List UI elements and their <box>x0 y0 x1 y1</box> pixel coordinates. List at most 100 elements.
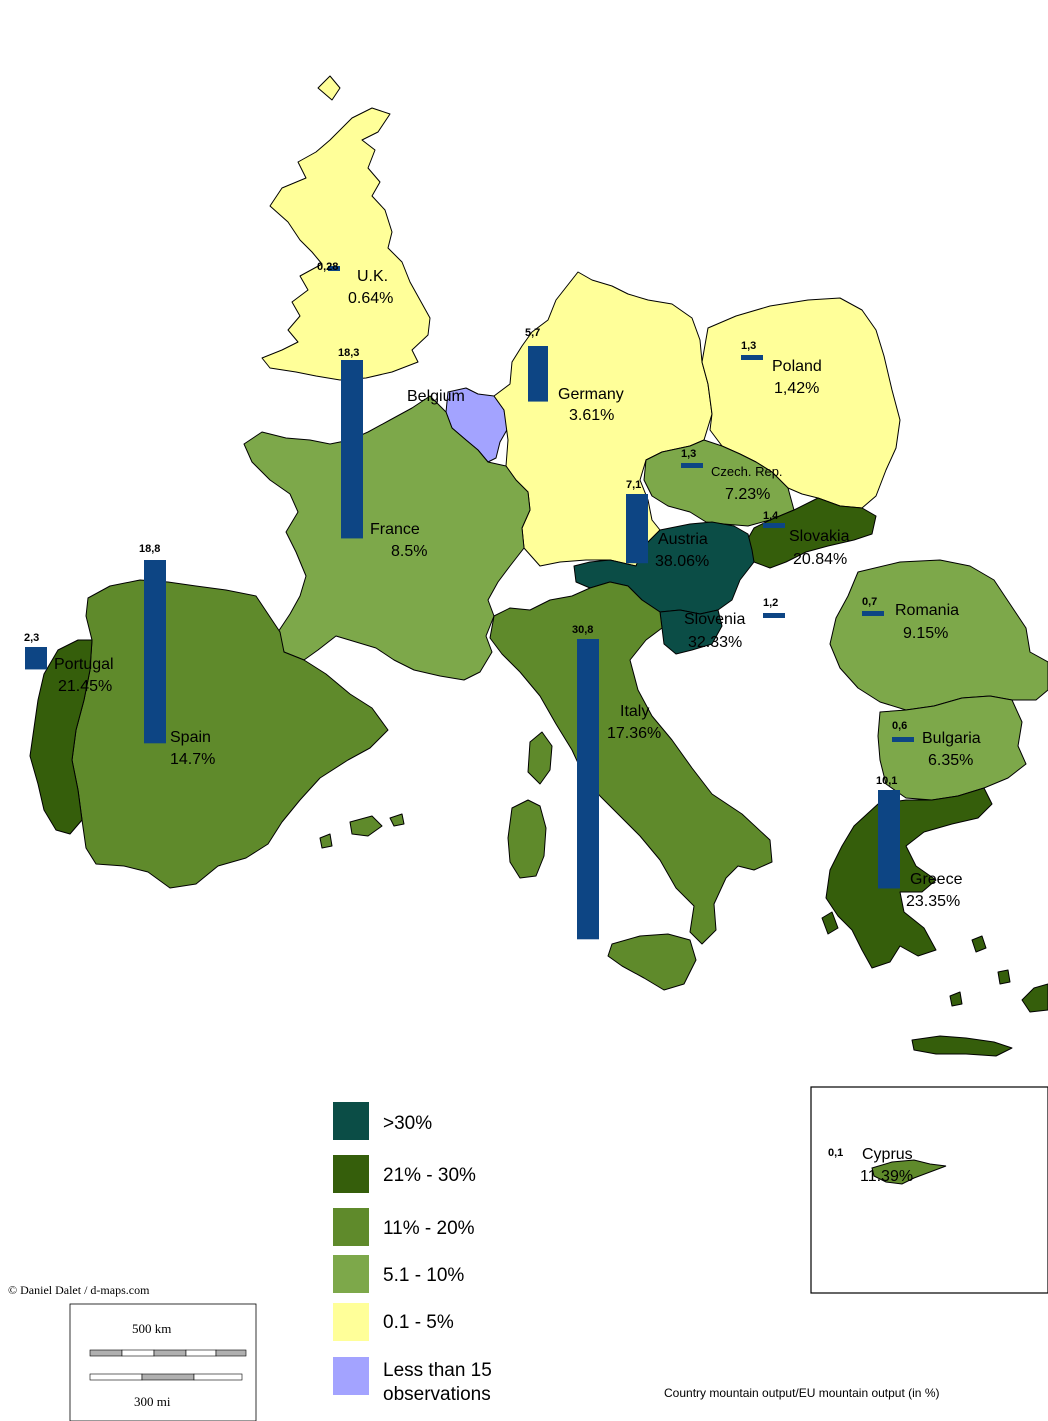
legend-label-lt15-line1: Less than 15 <box>383 1360 492 1381</box>
country-greece <box>825 787 993 969</box>
bar-label-portugal: 2,3 <box>24 632 39 644</box>
island-aegean-3 <box>1021 983 1048 1013</box>
country-france <box>243 395 531 681</box>
country-value-france: 8.5% <box>391 543 427 560</box>
bar-greece <box>878 790 900 889</box>
bar-austria <box>626 494 648 564</box>
bar-italy <box>577 639 599 940</box>
map-credit: © Daniel Dalet / d-maps.com <box>8 1283 150 1297</box>
country-name-poland: Poland <box>772 358 822 375</box>
bar-germany <box>528 346 548 402</box>
island-mallorca <box>349 815 383 837</box>
scale-mi-label: 300 mi <box>134 1394 171 1409</box>
country-value-portugal: 21.45% <box>58 678 112 695</box>
country-value-poland: 1,42% <box>774 380 819 397</box>
country-name-portugal: Portugal <box>54 656 114 673</box>
scale-mi-bar <box>89 1373 243 1381</box>
legend-label-0-5: 0.1 - 5% <box>383 1312 454 1333</box>
island-ibiza <box>319 833 333 849</box>
island-corfu <box>821 911 839 935</box>
country-portugal <box>29 639 93 835</box>
country-value-czech: 7.23% <box>725 486 770 503</box>
bar-spain <box>144 560 166 744</box>
bar-label-poland: 1,3 <box>741 340 756 352</box>
bar-slovakia <box>763 523 785 528</box>
legend-label-5-10: 5.1 - 10% <box>383 1265 464 1286</box>
country-value-romania: 9.15% <box>903 625 948 642</box>
legend-swatch-11-20 <box>333 1208 369 1246</box>
country-bulgaria <box>877 695 1027 801</box>
bar-label-austria: 7,1 <box>626 479 641 491</box>
country-name-czech: Czech. Rep. <box>711 464 783 479</box>
country-name-austria: Austria <box>658 531 708 548</box>
bar-legend-text: Country mountain output/EU mountain outp… <box>664 1386 939 1400</box>
bar-label-bulgaria: 0,6 <box>892 720 907 732</box>
island-sardinia <box>507 799 547 879</box>
bar-france <box>341 360 363 539</box>
bar-label-czech: 1,3 <box>681 448 696 460</box>
scale-km-label: 500 km <box>132 1321 171 1336</box>
country-name-slovenia: Slovenia <box>684 611 745 628</box>
country-value-italy: 17.36% <box>607 725 661 742</box>
label-layer: 0,28U.K.0.64%5,7Germany3.61%1,3Poland1,4… <box>24 261 981 1185</box>
country-name-germany: Germany <box>558 386 624 403</box>
bar-label-germany: 5,7 <box>525 327 540 339</box>
legend-swatch-0-5 <box>333 1303 369 1341</box>
country-name-bulgaria: Bulgaria <box>922 730 981 747</box>
bar-label-italy: 30,8 <box>572 624 593 636</box>
bar-label-cyprus: 0,1 <box>828 1147 843 1159</box>
island-aegean-2 <box>997 969 1011 985</box>
scale-km-bar <box>89 1349 247 1357</box>
color-legend: >30% 21% - 30% 11% - 20% 5.1 - 10% 0.1 -… <box>333 1102 492 1405</box>
island-crete <box>911 1035 1013 1057</box>
country-name-italy: Italy <box>620 703 649 720</box>
country-cyprus <box>871 1159 947 1185</box>
country-value-spain: 14.7% <box>170 751 215 768</box>
country-value-germany: 3.61% <box>569 407 614 424</box>
country-name-spain: Spain <box>170 729 211 746</box>
bar-poland <box>741 355 763 360</box>
legend-swatch-gt30 <box>333 1102 369 1140</box>
country-name-slovakia: Slovakia <box>789 528 850 545</box>
island-uk-north <box>317 75 341 101</box>
country-name-france: France <box>370 521 420 538</box>
legend-swatch-lt15 <box>333 1357 369 1395</box>
bar-slovenia <box>763 613 785 618</box>
country-name-romania: Romania <box>895 602 959 619</box>
island-menorca <box>389 813 405 827</box>
legend-label-lt15-line2: observations <box>383 1384 491 1405</box>
country-name-belgium: Belgium <box>407 388 465 405</box>
bar-uk <box>328 266 340 271</box>
legend-label-21-30: 21% - 30% <box>383 1165 476 1186</box>
island-aegean-1 <box>971 935 987 953</box>
bar-label-france: 18,3 <box>338 347 359 359</box>
country-value-uk: 0.64% <box>348 290 393 307</box>
bar-portugal <box>25 647 47 670</box>
cyprus-inset-frame <box>810 1086 1048 1294</box>
country-name-cyprus: Cyprus <box>862 1146 913 1163</box>
bar-bulgaria <box>892 737 914 742</box>
legend-label-gt30: >30% <box>383 1113 432 1134</box>
country-value-austria: 38.06% <box>655 553 709 570</box>
country-slovenia <box>659 609 723 655</box>
island-corsica <box>527 731 553 785</box>
bar-label-spain: 18,8 <box>139 543 160 555</box>
country-uk <box>261 107 431 381</box>
scale-box: 500 km 300 mi <box>69 1303 257 1421</box>
bar-label-romania: 0,7 <box>862 596 877 608</box>
legend-label-11-20: 11% - 20% <box>383 1218 475 1239</box>
country-value-cyprus: 11.39% <box>860 1168 913 1185</box>
country-name-greece: Greece <box>910 871 963 888</box>
country-name-uk: U.K. <box>357 268 388 285</box>
bar-label-uk: 0,28 <box>317 261 338 273</box>
bar-label-greece: 10,1 <box>876 775 897 787</box>
bar-layer <box>25 266 914 940</box>
island-aegean-4 <box>949 991 963 1007</box>
bar-label-slovenia: 1,2 <box>763 597 778 609</box>
bar-czech <box>681 463 703 468</box>
legend-swatch-5-10 <box>333 1255 369 1293</box>
country-slovakia <box>745 497 877 569</box>
bar-label-slovakia: 1,4 <box>763 510 779 522</box>
country-value-slovenia: 32.33% <box>688 634 742 651</box>
